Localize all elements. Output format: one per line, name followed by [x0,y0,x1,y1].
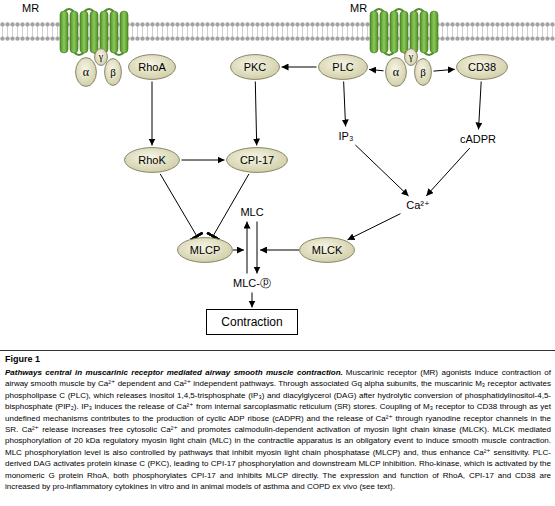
figure-number: Figure 1 [5,354,40,364]
oval-shape [386,58,407,87]
node-text: PLC [332,62,353,73]
signal-protein: PKC [230,54,280,80]
receptor-helix [90,11,98,53]
g-beta: β [414,58,432,86]
node-text: cADPR [460,134,496,145]
node-text: Contraction [221,316,282,328]
receptor-helix [390,11,398,53]
receptor-helix [70,11,78,53]
g-gamma: γ [404,48,418,66]
oval-shape [227,148,288,173]
activation-arrow [348,214,401,240]
node-text: β [420,67,426,78]
node-text: RhoK [138,155,166,166]
caption-block: Pathways central in muscarinic receptor … [5,367,551,492]
oval-shape [300,238,355,263]
enzyme-node: MLCK [299,237,355,263]
g-alpha: α [75,57,97,87]
receptor-helix [380,11,388,53]
signal-protein: RhoK [124,147,180,173]
caption-text: Muscarinic receptor (MR) agonists induce… [5,368,551,491]
g-gamma: γ [94,48,108,66]
activation-arrow [255,81,256,145]
activation-arrow [247,222,248,274]
receptor-label: MR [22,2,39,14]
activation-arrow [426,148,469,196]
myosin-state: MLC-ⓟ [229,275,275,291]
signal-protein: CPI-17 [226,147,288,173]
second-messenger: Ca²⁺ [401,197,435,213]
enzyme-node: MLCP [177,237,233,263]
activation-arrow [479,81,482,129]
oval-shape [415,59,432,86]
receptor-helix [100,11,108,53]
receptor-helix [120,11,128,53]
receptor-helix [370,11,378,53]
node-text: RhoA [138,62,166,73]
inhibition-line [160,174,197,236]
node-text: MLC-ⓟ [233,278,271,289]
second-messenger: IP₃ [332,128,360,144]
caption-title: Pathways central in muscarinic receptor … [5,368,343,377]
receptor-right [370,9,438,55]
receptor-helix [420,11,428,53]
node-text: γ [409,52,413,62]
node-text: γ [99,52,103,62]
node-text: CPI-17 [240,155,274,166]
oval-shape [457,55,508,80]
activation-arrow [355,145,408,196]
receptor-helix [400,11,408,53]
receptor-helix [410,11,418,53]
signal-protein: PLC [318,54,368,80]
caption-rule [0,350,555,351]
oval-shape [76,58,97,87]
receptor-loop [64,9,124,55]
node-text: α [393,66,399,78]
receptor-loop [374,9,434,55]
enzyme-arrow [233,250,244,251]
receptor-label: MR [350,2,367,14]
g-beta: β [104,58,122,86]
enzyme-arrow [260,250,299,251]
oval-shape [405,49,418,66]
receptor-helix [60,11,68,53]
second-messenger: cADPR [456,131,500,147]
myosin-state: MLC [236,204,268,220]
outcome-box: Contraction [206,309,298,335]
activation-arrow [282,67,317,68]
oval-shape [129,55,176,80]
oval-shape [231,55,280,80]
activation-arrow [152,82,153,146]
node-text: MLCK [312,245,343,256]
node-text: Ca²⁺ [406,200,430,211]
activation-arrow [257,222,258,274]
node-text: α [83,66,89,78]
receptor-helix [110,11,118,53]
activation-arrow [252,293,253,308]
inhibition-line [213,174,249,236]
node-text: MLC [240,207,263,218]
node-text: PKC [244,62,267,73]
oval-shape [319,55,368,80]
oval-shape [95,49,108,66]
node-text: CD38 [468,62,496,73]
node-text: IP₃ [339,131,354,142]
oval-shape [125,148,180,173]
node-text: β [110,67,116,78]
oval-shape [178,238,233,263]
oval-shape [105,59,122,86]
receptor-helix [430,11,438,53]
node-text: MLCP [190,245,221,256]
activation-arrow [369,69,383,70]
receptor-left [60,9,128,55]
g-alpha: α [385,57,407,87]
activation-arrow [433,69,454,71]
signal-protein: RhoA [128,54,176,80]
activation-arrow [182,160,225,161]
receptor-helix [80,11,88,53]
activation-arrow [344,81,346,126]
signal-protein: CD38 [456,54,508,80]
